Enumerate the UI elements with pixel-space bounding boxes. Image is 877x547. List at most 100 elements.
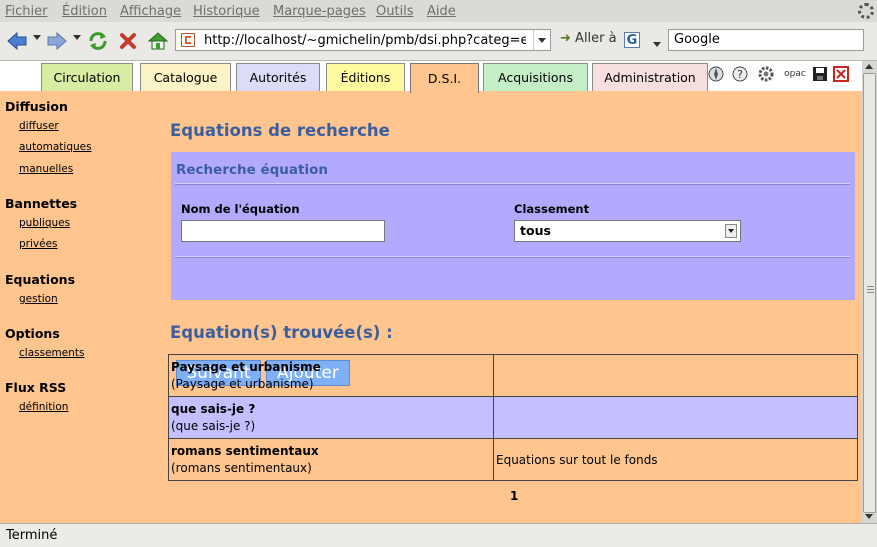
menu-aide[interactable]: Aide <box>427 4 456 19</box>
equation-name: Paysage et urbanisme <box>171 360 321 374</box>
opac-icon[interactable]: opac <box>782 65 808 83</box>
equation-name: que sais-je ? <box>171 402 256 416</box>
sidebar-link-manuelles[interactable]: manuelles <box>19 163 74 175</box>
scroll-down-icon[interactable] <box>865 514 873 519</box>
sidebar-link-gestion[interactable]: gestion <box>19 293 58 305</box>
gear-icon[interactable] <box>757 65 775 83</box>
equation-subtitle: (Paysage et urbanisme) <box>171 377 314 391</box>
page-content: Circulation Catalogue Autorités Éditions… <box>0 61 862 523</box>
url-bar[interactable]: http://localhost/~gmichelin/pmb/dsi.php?… <box>175 29 551 51</box>
tab-label: Catalogue <box>153 70 218 85</box>
sidebar-section-equations: Equations <box>5 272 76 287</box>
stop-icon <box>120 33 136 49</box>
select-arrow <box>725 224 737 238</box>
page-number[interactable]: 1 <box>510 489 519 503</box>
forward-history-dropdown-icon[interactable] <box>73 35 81 40</box>
classement-cell <box>493 396 858 439</box>
svg-text:?: ? <box>737 68 743 81</box>
sidebar-link-diffuser[interactable]: diffuser <box>19 120 59 132</box>
vertical-scrollbar[interactable] <box>862 61 877 523</box>
reload-button[interactable] <box>86 29 110 53</box>
back-button[interactable] <box>4 29 30 53</box>
tab-label: Éditions <box>340 70 391 85</box>
menu-affichage[interactable]: Affichage <box>120 4 182 19</box>
equation-subtitle: (que sais-je ?) <box>171 419 256 433</box>
sidebar-link-privees[interactable]: privées <box>19 238 58 250</box>
scrollbar-thumb[interactable] <box>863 73 876 513</box>
tab-label: Administration <box>604 70 696 85</box>
sidebar-section-bannettes: Bannettes <box>5 196 78 211</box>
scroll-up-icon[interactable] <box>865 64 873 69</box>
url-history-dropdown[interactable] <box>533 30 550 50</box>
sidebar-section-diffusion: Diffusion <box>5 99 68 114</box>
home-button[interactable] <box>145 29 171 53</box>
results-table: Paysage et urbanisme (Paysage et urbanism… <box>168 354 858 481</box>
home-icon <box>147 32 169 50</box>
equation-name-input[interactable] <box>181 220 385 242</box>
sidebar-link-definition[interactable]: définition <box>19 401 69 413</box>
grip-line <box>867 289 874 290</box>
chevron-down-icon <box>728 229 734 233</box>
tab-dsi[interactable]: D.S.I. <box>410 63 479 93</box>
equation-subtitle: (romans sentimentaux) <box>171 461 312 475</box>
page-title: Equations de recherche <box>170 121 390 140</box>
close-icon[interactable] <box>832 65 850 83</box>
save-icon[interactable] <box>811 65 829 83</box>
forward-arrow-icon <box>47 31 67 51</box>
stop-button[interactable] <box>116 29 140 53</box>
classement-cell: Equations sur tout le fonds <box>493 438 858 481</box>
divider <box>175 183 850 185</box>
menu-outils[interactable]: Outils <box>376 4 414 19</box>
equation-cell[interactable]: que sais-je ? (que sais-je ?) <box>168 396 494 439</box>
tab-label: Acquisitions <box>498 70 573 85</box>
tab-label: Circulation <box>53 70 121 85</box>
forward-button[interactable] <box>44 29 70 53</box>
tab-autorites[interactable]: Autorités <box>236 63 320 91</box>
tab-label: Autorités <box>249 70 307 85</box>
throbber-icon <box>858 3 874 19</box>
tab-acquisitions[interactable]: Acquisitions <box>483 63 588 91</box>
sidebar-link-classements[interactable]: classements <box>19 347 85 359</box>
tab-label: D.S.I. <box>427 71 462 86</box>
divider <box>175 256 850 258</box>
tab-editions[interactable]: Éditions <box>326 63 405 91</box>
navigation-toolbar: http://localhost/~gmichelin/pmb/dsi.php?… <box>0 22 877 61</box>
web-search-input[interactable]: Google <box>668 29 864 51</box>
search-engine-icon[interactable]: G <box>624 32 640 48</box>
menu-historique[interactable]: Historique <box>193 4 260 19</box>
classement-select[interactable]: tous <box>514 220 741 242</box>
classement-cell <box>493 354 858 397</box>
back-history-dropdown-icon[interactable] <box>33 35 41 40</box>
search-form-title: Recherche équation <box>176 162 328 178</box>
url-text[interactable]: http://localhost/~gmichelin/pmb/dsi.php?… <box>204 33 526 48</box>
sidebar-link-automatiques[interactable]: automatiques <box>19 141 92 153</box>
chevron-down-icon <box>538 37 546 43</box>
table-row[interactable]: Paysage et urbanisme (Paysage et urbanism… <box>168 354 858 397</box>
table-row[interactable]: que sais-je ? (que sais-je ?) <box>168 396 858 439</box>
status-bar: Terminé <box>0 523 877 547</box>
tab-administration[interactable]: Administration <box>592 63 708 91</box>
search-engine-dropdown-icon[interactable] <box>653 42 661 47</box>
tab-circulation[interactable]: Circulation <box>41 63 133 91</box>
sidebar-section-flux-rss: Flux RSS <box>5 380 67 395</box>
menu-fichier[interactable]: Fichier <box>5 4 48 19</box>
back-arrow-icon <box>7 31 27 51</box>
compass-icon[interactable] <box>707 65 725 83</box>
classement-selected-value: tous <box>520 223 551 238</box>
go-button[interactable]: ➜ Aller à <box>560 31 617 46</box>
sidebar-section-options: Options <box>5 326 60 341</box>
help-icon[interactable]: ? <box>731 65 749 83</box>
equation-cell[interactable]: romans sentimentaux (romans sentimentaux) <box>168 438 494 481</box>
module-tabs: Circulation Catalogue Autorités Éditions… <box>0 61 862 93</box>
menu-edition[interactable]: Édition <box>62 4 107 19</box>
equation-cell[interactable]: Paysage et urbanisme (Paysage et urbanism… <box>168 354 494 397</box>
equation-name: romans sentimentaux <box>171 444 319 458</box>
sidebar-link-publiques[interactable]: publiques <box>19 217 71 229</box>
grip-line <box>867 292 874 293</box>
opac-label: opac <box>784 69 806 79</box>
menu-marque-pages[interactable]: Marque-pages <box>273 4 366 19</box>
results-title: Equation(s) trouvée(s) : <box>170 323 393 342</box>
go-arrow-icon: ➜ <box>560 31 571 46</box>
tab-catalogue[interactable]: Catalogue <box>140 63 231 91</box>
table-row[interactable]: romans sentimentaux (romans sentimentaux)… <box>168 438 858 481</box>
